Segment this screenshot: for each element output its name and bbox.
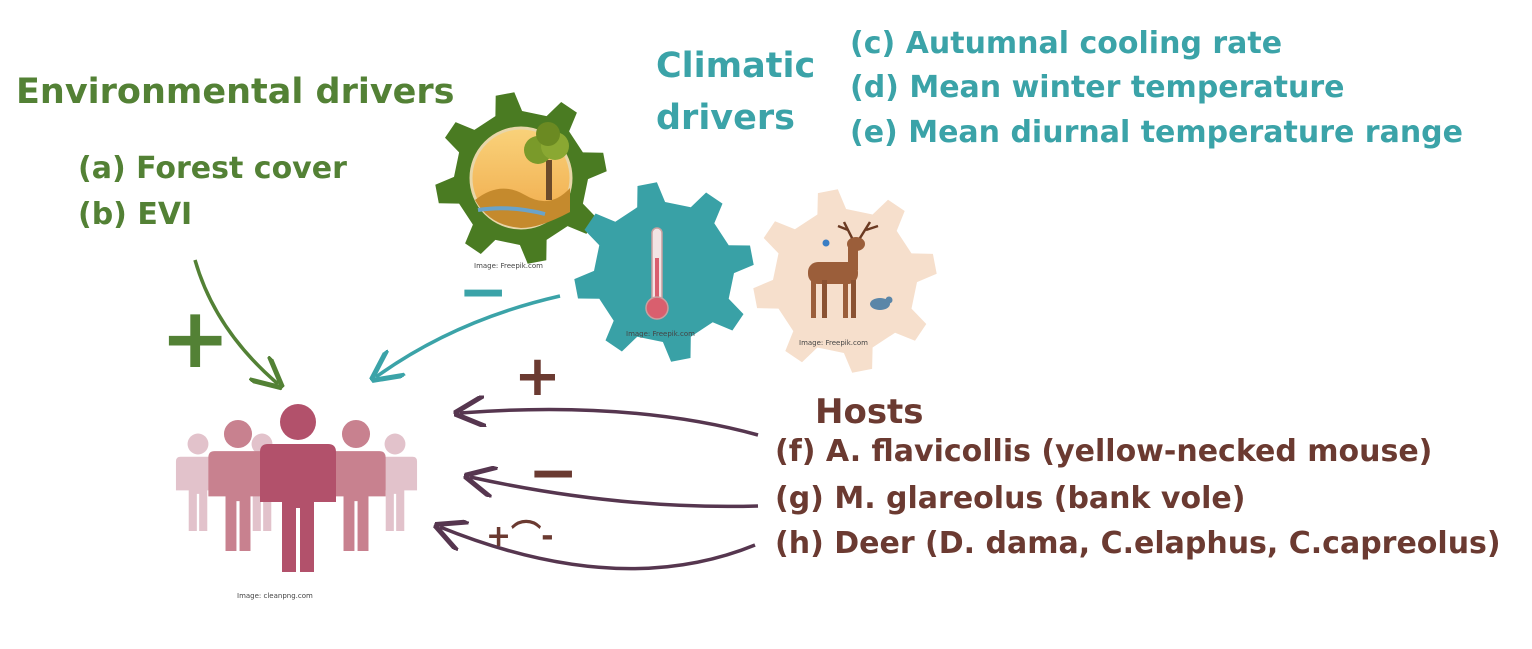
environmental-item-forest-cover: (a) Forest cover — [78, 151, 347, 186]
host-arrow-f — [460, 409, 759, 437]
environmental-image-credit: Image: Freepik.com — [474, 262, 543, 270]
hosts-image-credit: Image: Freepik.com — [799, 339, 868, 347]
climatic-drivers-title-line1: Climatic — [656, 46, 816, 86]
environmental-item-evi: (b) EVI — [78, 197, 193, 232]
person-figure — [208, 419, 268, 551]
people-image-credit: Image: cleanpng.com — [237, 592, 313, 600]
climatic-drivers-title-line2: drivers — [656, 98, 795, 138]
climatic-arrow — [376, 294, 561, 377]
host-g-effect-sign: − — [528, 438, 579, 508]
environmental-effect-sign: + — [160, 289, 231, 387]
environmental-drivers-title: Environmental drivers — [16, 72, 455, 112]
host-h-effect-sign: +⌒- — [486, 519, 554, 554]
host-arrow-h — [440, 527, 756, 571]
host-item-yellow-necked-mouse: (f) A. flavicollis (yellow-necked mouse) — [775, 434, 1433, 469]
people-group-icon — [175, 404, 418, 572]
environmental-arrow — [193, 259, 278, 384]
climatic-item-winter-temperature: (d) Mean winter temperature — [850, 70, 1345, 105]
climatic-effect-sign: − — [458, 257, 509, 327]
climatic-item-diurnal-range: (e) Mean diurnal temperature range — [850, 115, 1464, 150]
host-item-deer: (h) Deer (D. dama, C.elaphus, C.capreolu… — [775, 526, 1501, 561]
person-figure — [326, 419, 386, 551]
person-figure — [260, 404, 336, 572]
hosts-gear-icon — [753, 189, 937, 373]
climatic-gear-icon — [574, 182, 754, 362]
climatic-image-credit: Image: Freepik.com — [626, 330, 695, 338]
hosts-title: Hosts — [815, 392, 924, 432]
climatic-item-autumnal-cooling: (c) Autumnal cooling rate — [850, 26, 1283, 61]
host-f-effect-sign: + — [514, 344, 561, 409]
host-arrow-g — [470, 477, 759, 509]
environmental-gear-icon — [435, 92, 607, 264]
host-item-bank-vole: (g) M. glareolus (bank vole) — [775, 481, 1246, 516]
